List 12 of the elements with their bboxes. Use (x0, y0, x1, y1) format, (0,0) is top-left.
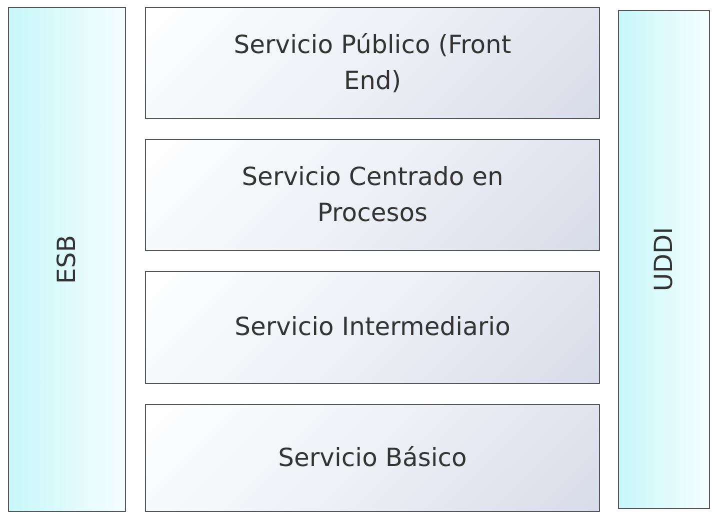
side-bar (8, 7, 126, 512)
layer-label: Servicio Básico (278, 442, 467, 474)
layer-box (145, 139, 600, 251)
layer-label: Servicio Intermediario (234, 311, 510, 344)
layer-label: Servicio Centrado en Procesos (240, 160, 504, 229)
layer-box (145, 404, 600, 512)
vertical-label: UDDI (648, 227, 679, 292)
side-bar (618, 10, 710, 509)
vertical-label: ESB (50, 235, 82, 284)
layer-label: Servicio Público (Front End) (232, 28, 512, 97)
layer-box (145, 7, 600, 119)
layer-box (145, 271, 600, 384)
